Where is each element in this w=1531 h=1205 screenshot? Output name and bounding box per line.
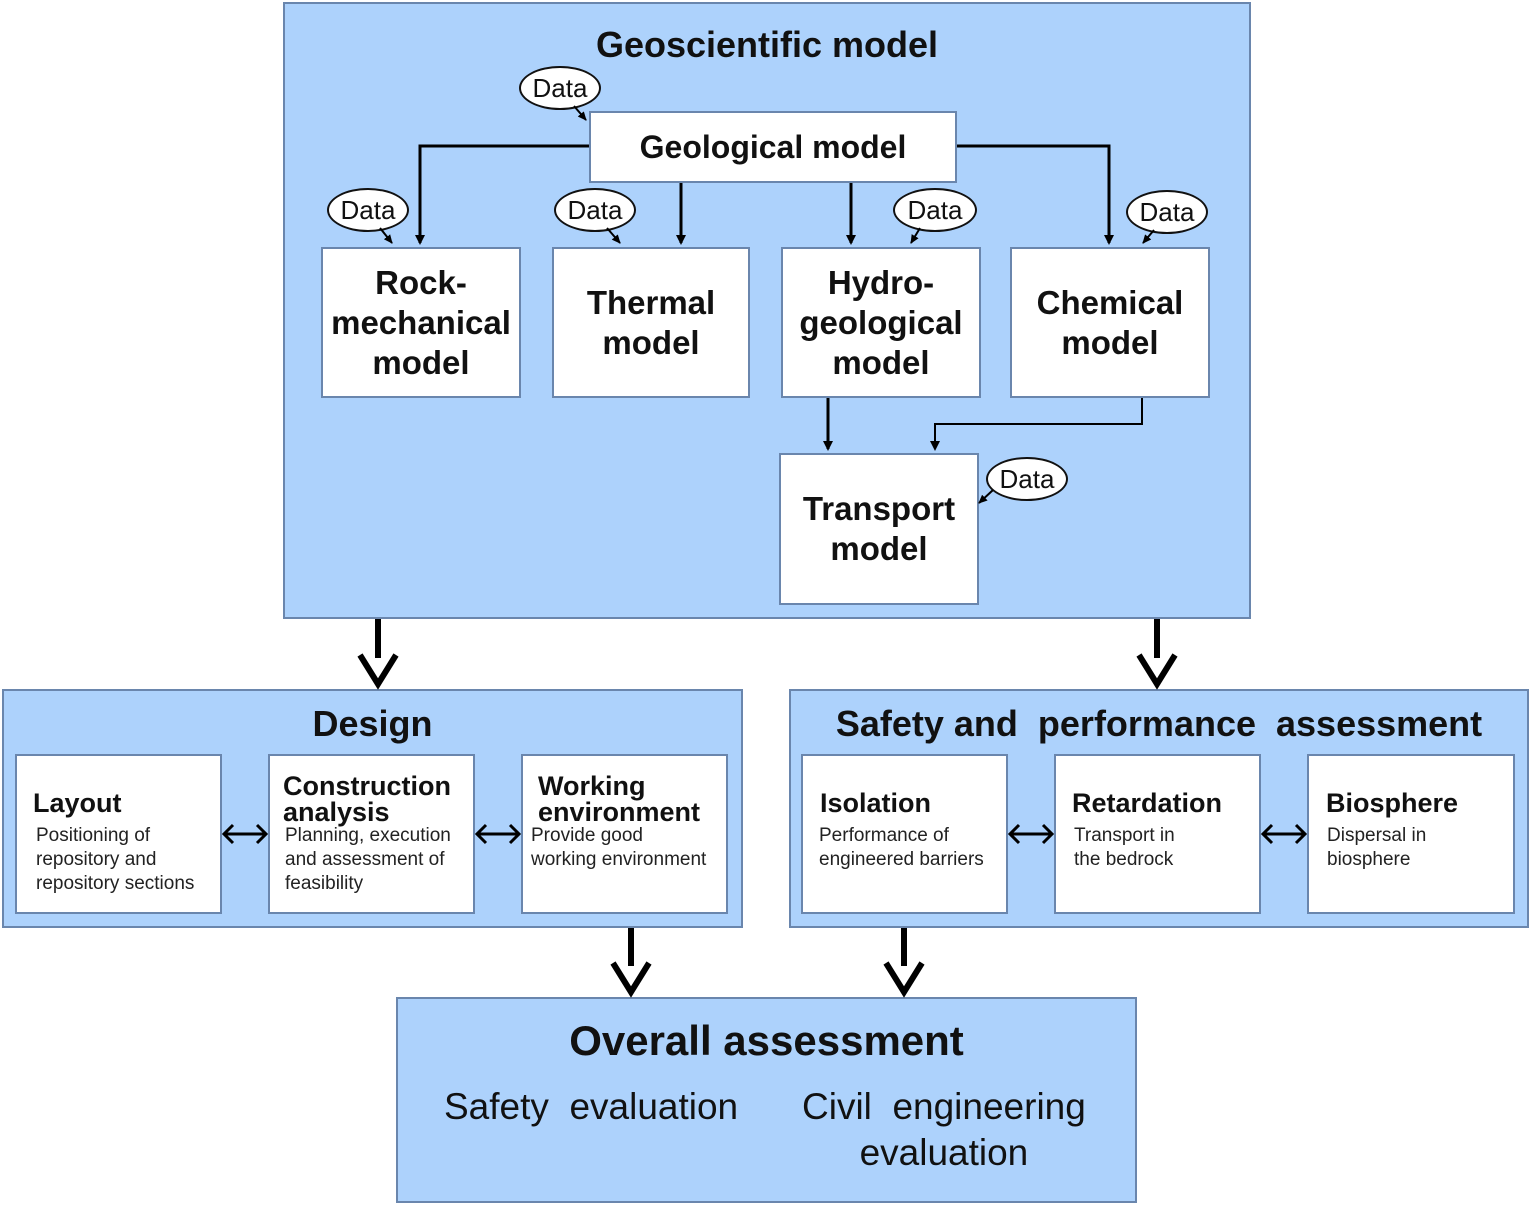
thermal-line-1: Thermal — [586, 283, 716, 321]
data-bubble-transport: Data — [986, 457, 1068, 501]
working-desc-line-2: working environment — [531, 849, 707, 870]
biosphere-desc-line-2: biosphere — [1327, 849, 1411, 870]
isolation-heading: Isolation — [820, 788, 932, 818]
transport-line-1: Transport — [802, 490, 956, 527]
layout-desc-line-2: repository and — [36, 849, 157, 870]
design-title: Design — [312, 703, 433, 744]
construction-desc-line-3: feasibility — [285, 873, 364, 894]
hydro-line-3: model — [832, 343, 930, 381]
rock-mechanical-line-1: Rock- — [375, 263, 467, 301]
safety-assessment-title: Safety and performance assessment — [835, 703, 1483, 744]
data-bubble-hydro: Data — [893, 188, 977, 232]
safety-evaluation-label: Safety evaluation — [444, 1086, 739, 1127]
rock-mechanical-model-box: Rock- mechanical model — [321, 247, 521, 398]
biosphere-box: Biosphere Dispersal in biosphere — [1307, 754, 1515, 914]
civil-engineering-evaluation-label: Civil engineering evaluation — [802, 1084, 1086, 1176]
thermal-line-2: model — [602, 323, 700, 361]
construction-heading-line-2: analysis — [283, 797, 390, 827]
isolation-box: Isolation Performance of engineered barr… — [801, 754, 1008, 914]
retardation-desc-line-2: the bedrock — [1074, 849, 1174, 870]
rock-mechanical-line-2: mechanical — [331, 303, 511, 341]
construction-desc-line-2: and assessment of — [285, 849, 445, 870]
data-bubble-geological: Data — [519, 66, 601, 110]
biosphere-desc-line-1: Dispersal in — [1327, 825, 1427, 846]
biosphere-heading: Biosphere — [1326, 788, 1459, 818]
civil-eval-line-2: evaluation — [859, 1132, 1029, 1173]
working-heading-line-1: Working — [538, 771, 646, 801]
construction-analysis-box: Construction analysis Planning, executio… — [268, 754, 475, 914]
construction-desc-line-1: Planning, execution — [285, 825, 451, 846]
data-bubble-rock: Data — [327, 188, 409, 232]
geological-model-label: Geological model — [639, 129, 907, 165]
hydro-line-2: geological — [799, 303, 963, 341]
layout-desc-line-3: repository sections — [36, 873, 195, 894]
hydro-geological-model-box: Hydro- geological model — [781, 247, 981, 398]
geological-model-box: Geological model — [589, 111, 957, 183]
working-desc-line-1: Provide good — [531, 825, 643, 846]
data-bubble-thermal: Data — [554, 188, 636, 232]
layout-box: Layout Positioning of repository and rep… — [15, 754, 222, 914]
transport-line-2: model — [830, 530, 928, 567]
layout-desc-line-1: Positioning of — [36, 825, 151, 846]
transport-model-box: Transport model — [779, 453, 979, 605]
chemical-line-1: Chemical — [1036, 283, 1184, 321]
chemical-model-box: Chemical model — [1010, 247, 1210, 398]
layout-heading: Layout — [33, 788, 122, 818]
working-environment-box: Working environment Provide good working… — [521, 754, 728, 914]
hydro-line-1: Hydro- — [827, 263, 935, 301]
thermal-model-box: Thermal model — [552, 247, 750, 398]
rock-mechanical-line-3: model — [372, 343, 470, 381]
retardation-heading: Retardation — [1072, 788, 1223, 818]
data-bubble-chemical: Data — [1126, 190, 1208, 234]
overall-assessment-title: Overall assessment — [569, 1017, 964, 1064]
chemical-line-2: model — [1061, 323, 1159, 361]
civil-eval-line-1: Civil engineering — [802, 1086, 1086, 1127]
retardation-box: Retardation Transport in the bedrock — [1054, 754, 1261, 914]
isolation-desc-line-1: Performance of — [819, 825, 949, 846]
construction-heading-line-1: Construction — [283, 771, 451, 801]
retardation-desc-line-1: Transport in — [1074, 825, 1175, 846]
geoscientific-model-title: Geoscientific model — [595, 24, 939, 65]
overall-assessment-panel: Overall assessment Safety evaluation Civ… — [396, 997, 1137, 1203]
isolation-desc-line-2: engineered barriers — [819, 849, 984, 870]
working-heading-line-2: environment — [538, 797, 701, 827]
